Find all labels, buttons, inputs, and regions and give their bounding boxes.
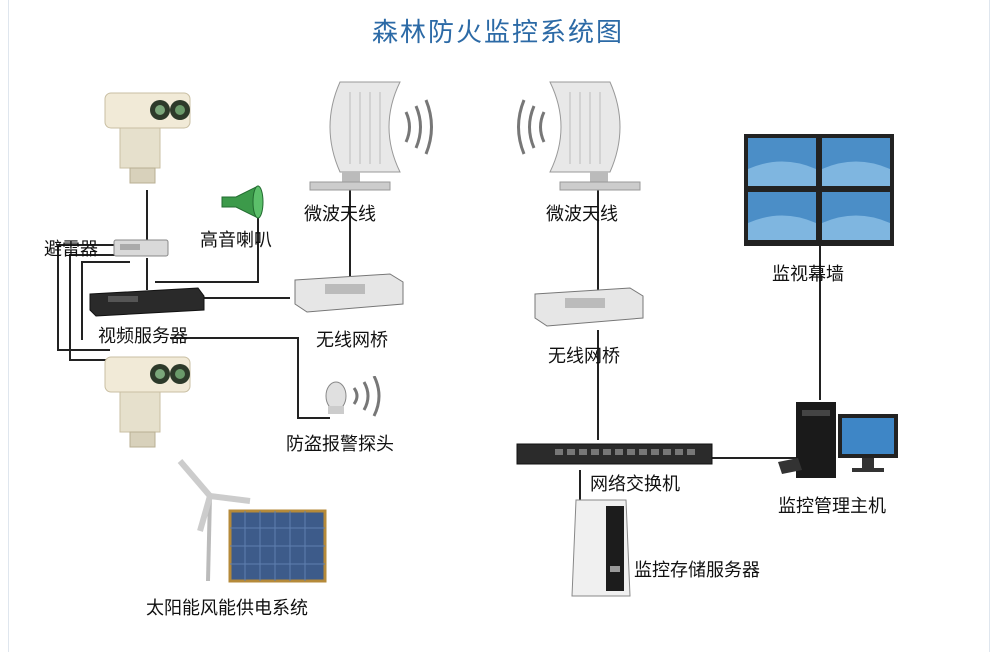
storage-server-device — [566, 496, 636, 606]
network-switch-label: 网络交换机 — [590, 470, 680, 496]
microwave-antenna-right-label: 微波天线 — [546, 200, 618, 226]
ptz-camera-bottom — [100, 352, 195, 457]
wireless-bridge-left-label: 无线网桥 — [316, 326, 388, 352]
ptz-camera-top — [100, 88, 195, 193]
alarm-probe-device — [322, 376, 402, 421]
wireless-bridge-right — [525, 282, 650, 332]
microwave-antenna-right — [500, 72, 650, 197]
lightning-arrester-label: 避雷器 — [44, 235, 98, 261]
speaker-icon — [218, 182, 268, 222]
video-server-label: 视频服务器 — [98, 322, 188, 348]
alarm-probe-label: 防盗报警探头 — [286, 430, 394, 456]
storage-server-label: 监控存储服务器 — [634, 556, 760, 582]
wireless-bridge-right-label: 无线网桥 — [548, 342, 620, 368]
video-wall-device — [744, 134, 894, 246]
power-system-label: 太阳能风能供电系统 — [146, 594, 308, 620]
network-switch-device — [515, 440, 715, 470]
wind-solar-power-device — [150, 456, 340, 586]
microwave-antenna-left-label: 微波天线 — [304, 200, 376, 226]
microwave-antenna-left — [300, 72, 450, 197]
video-server-device — [88, 282, 206, 318]
monitoring-host-device — [778, 398, 908, 488]
lightning-arrester-device — [112, 236, 172, 260]
wireless-bridge-left — [285, 268, 410, 318]
speaker-label: 高音喇叭 — [200, 226, 272, 252]
monitoring-host-label: 监控管理主机 — [778, 492, 886, 518]
video-wall-label: 监视幕墙 — [772, 260, 844, 286]
